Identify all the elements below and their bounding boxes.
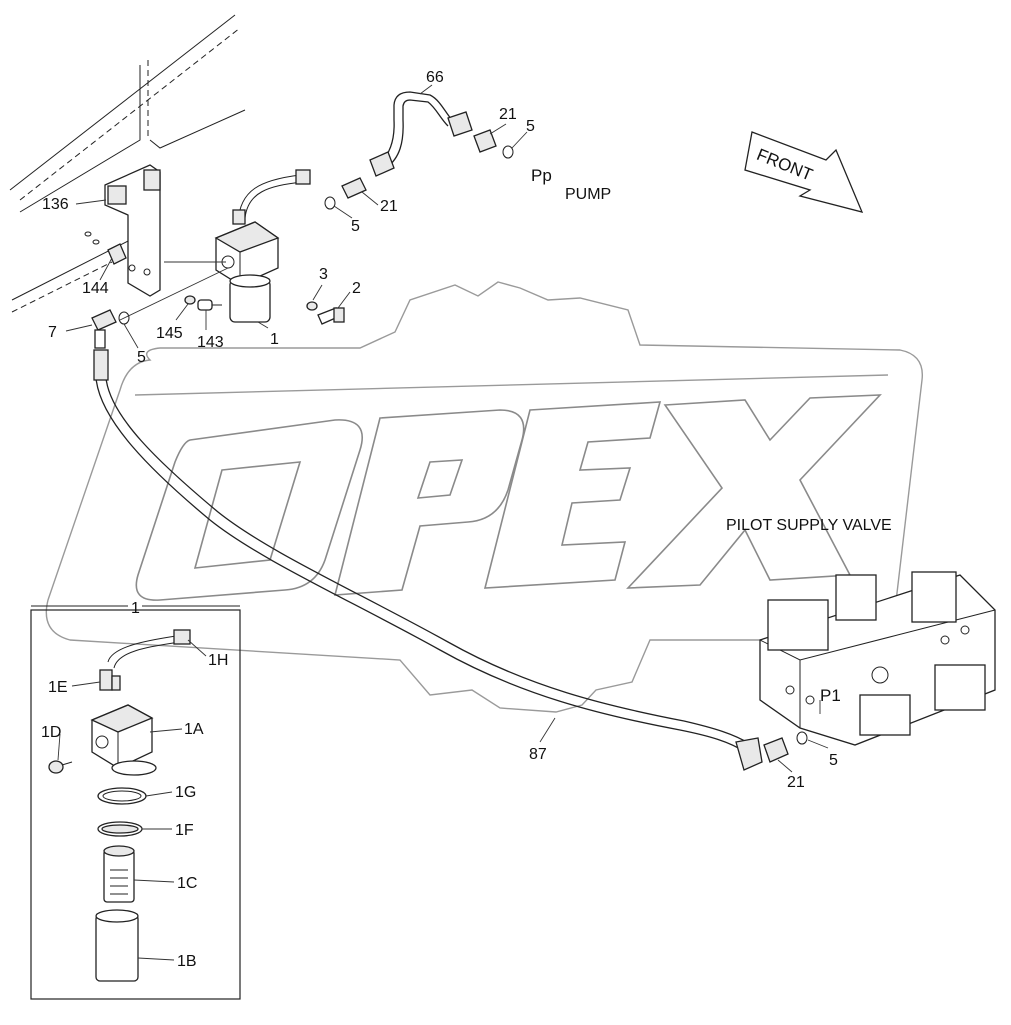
- callout-21-bottom: 21: [787, 774, 805, 791]
- hose-87: [93, 349, 763, 771]
- callout-21-top: 21: [499, 106, 517, 123]
- callout-5-bottom: 5: [829, 752, 838, 769]
- fitting-144: [84, 231, 127, 265]
- callouts: 136 144 7 5 145 143 1 3 2 5 21 66 21 5 8…: [42, 69, 892, 791]
- callout-144: 144: [82, 280, 109, 297]
- callout-2: 2: [352, 280, 361, 297]
- inset-label-1f: 1F: [175, 822, 194, 839]
- inset-label-1b: 1B: [177, 953, 197, 970]
- inset-frame: [30, 609, 241, 1000]
- fitting-21-mid: [341, 177, 367, 199]
- callout-21-mid: 21: [380, 198, 398, 215]
- callout-3: 3: [319, 266, 328, 283]
- callout-87: 87: [529, 746, 547, 763]
- pilot-filter-assembly: [214, 169, 311, 323]
- leader-lines: [65, 84, 829, 773]
- bracket-136: [104, 164, 161, 297]
- o-ring-5-top: [502, 145, 514, 159]
- o-ring-5-bottom: [796, 731, 808, 745]
- inset-label-1e: 1E: [48, 679, 68, 696]
- washer-145: [184, 295, 196, 305]
- inset-label-1a: 1A: [184, 721, 204, 738]
- front-arrow: FRONT: [744, 131, 864, 213]
- bolt-2: [317, 307, 345, 325]
- pilot-supply-valve-block: [759, 571, 996, 746]
- callout-5-top: 5: [526, 118, 535, 135]
- inset-label-1d: 1D: [41, 724, 61, 741]
- watermark-text: [135, 394, 882, 601]
- callout-5-left: 5: [137, 349, 146, 366]
- washer-3: [306, 301, 318, 311]
- inset-label-1c: 1C: [177, 875, 197, 892]
- bolt-143: [197, 299, 222, 311]
- port-label-pp: Pp: [531, 166, 552, 185]
- inset-label-1h: 1H: [208, 652, 228, 669]
- inset-title: 1: [131, 600, 140, 617]
- callout-143: 143: [197, 334, 224, 351]
- callout-136: 136: [42, 196, 69, 213]
- o-ring-5-mid: [324, 196, 336, 210]
- fitting-21-top: [473, 129, 497, 153]
- elbow-7: [91, 309, 117, 349]
- pump-label: PUMP: [565, 186, 611, 203]
- inset-label-1g: 1G: [175, 784, 196, 801]
- callout-7: 7: [48, 324, 57, 341]
- port-label-p1: P1: [820, 686, 841, 705]
- callout-145: 145: [156, 325, 183, 342]
- fitting-21-bottom: [763, 737, 789, 763]
- callout-5-mid: 5: [351, 218, 360, 235]
- cab-frame: [9, 14, 246, 313]
- hose-66: [369, 91, 473, 177]
- callout-1-main: 1: [270, 331, 279, 348]
- callout-66: 66: [426, 69, 444, 86]
- inset-filter-exploded: 1: [30, 600, 241, 1000]
- pilot-supply-valve-label: PILOT SUPPLY VALVE: [726, 517, 892, 534]
